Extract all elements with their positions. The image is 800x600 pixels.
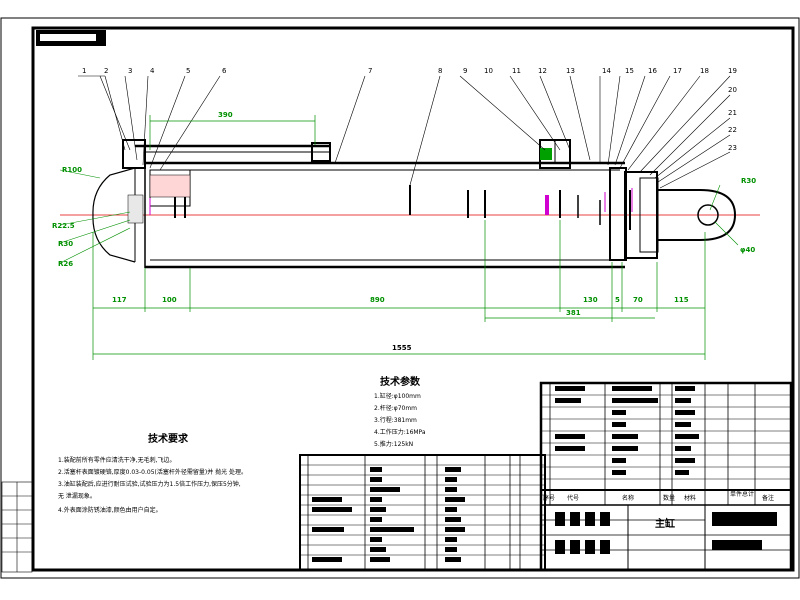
part-number: 6 — [222, 67, 227, 75]
part-number: 16 — [648, 67, 657, 75]
radius-r100: R100 — [62, 166, 82, 174]
part-number: 17 — [673, 67, 682, 75]
dim-100: 100 — [162, 296, 177, 304]
part-number: 20 — [728, 86, 737, 94]
col-label: 序号 — [543, 494, 555, 502]
part-number: 12 — [538, 67, 547, 75]
part-number: 14 — [602, 67, 611, 75]
part-number: 8 — [438, 67, 442, 75]
outer-border — [0, 17, 800, 579]
col-label: 单件 — [730, 490, 742, 498]
tech-req-line: 4.外表面涂防锈油漆,颜色由用户自定。 — [58, 506, 162, 514]
dim-117: 117 — [112, 296, 127, 304]
bottom-dimensions — [92, 220, 706, 360]
col-label: 数量 — [663, 494, 675, 502]
col-label: 总计 — [742, 490, 754, 498]
overall-length: 1555 — [392, 344, 412, 352]
part-number: 10 — [484, 67, 493, 75]
tech-spec-line: 4.工作压力:16MPa — [374, 428, 426, 436]
part-number: 19 — [728, 67, 737, 75]
tech-spec-title: 技术参数 — [380, 375, 421, 388]
tech-spec-line: 5.推力:125kN — [374, 440, 413, 448]
part-number: 7 — [368, 67, 372, 75]
dim-115: 115 — [674, 296, 689, 304]
corner-tab-inner — [40, 34, 96, 41]
tech-spec-line: 1.缸径:φ100mm — [374, 392, 421, 400]
col-label: 材料 — [684, 494, 696, 502]
col-label: 名称 — [622, 494, 634, 502]
left-margin-strip — [1, 481, 33, 573]
dim-70: 70 — [633, 296, 643, 304]
part-number-labels: 1 2 3 4 5 6 7 8 9 10 11 12 13 14 15 16 1… — [82, 67, 737, 152]
radius-r30: R30 — [58, 240, 73, 248]
dim-5: 5 — [615, 296, 620, 304]
tech-req-lines: 1.装配前所有零件应清洗干净,无毛刺,飞边。 2.活塞杆表面镀硬铬,厚度0.03… — [58, 456, 247, 514]
tech-spec-line: 3.行程:381mm — [374, 416, 417, 424]
top-dimension-390: 390 — [218, 111, 233, 119]
parts-list-fill — [312, 467, 465, 562]
title-block-column-labels: 序号 代号 名称 数量 材料 单件 总计 备注 — [543, 490, 774, 502]
part-number: 23 — [728, 144, 737, 152]
col-label: 代号 — [567, 494, 579, 502]
cylinder-body — [92, 139, 737, 269]
drawing-name: 主缸 — [655, 517, 675, 530]
part-number: 11 — [512, 67, 521, 75]
part-number: 1 — [82, 67, 86, 75]
tech-spec-line: 2.杆径:φ70mm — [374, 404, 417, 412]
part-number: 5 — [186, 67, 190, 75]
part-number: 9 — [463, 67, 467, 75]
tech-req-title: 技术要求 — [148, 432, 189, 445]
title-block — [539, 381, 793, 572]
part-number: 3 — [128, 67, 132, 75]
dim-130: 130 — [583, 296, 598, 304]
stroke-381: 381 — [566, 309, 581, 317]
col-label: 备注 — [762, 494, 774, 502]
tech-req-line: 2.活塞杆表面镀硬铬,厚度0.03-0.05(活塞杆外径需留量)并 抛光 处理。 — [58, 468, 247, 476]
part-number: 13 — [566, 67, 575, 75]
top-green-dimension — [149, 115, 316, 150]
tech-req-line: 1.装配前所有零件应清洗干净,无毛刺,飞边。 — [58, 456, 176, 464]
tech-spec-lines: 1.缸径:φ100mm 2.杆径:φ70mm 3.行程:381mm 4.工作压力… — [374, 392, 426, 448]
diameter-phi40: φ40 — [740, 246, 755, 254]
part-number: 21 — [728, 109, 737, 117]
part-number: 2 — [104, 67, 108, 75]
radius-labels: R100 R22.5 R30 R26 R30 φ40 — [52, 166, 756, 268]
tech-req-line: 无 泄漏现象。 — [58, 492, 96, 500]
parts-list-table — [299, 454, 546, 571]
part-number: 15 — [625, 67, 634, 75]
radius-r26: R26 — [58, 260, 73, 268]
hatched-sections — [127, 148, 552, 224]
leader-lines — [78, 75, 731, 189]
title-block-fill — [555, 386, 777, 554]
part-number: 18 — [700, 67, 709, 75]
radius-r30-end: R30 — [741, 177, 756, 185]
part-number: 22 — [728, 126, 737, 134]
magenta-marks — [149, 188, 633, 215]
tech-req-line: 3.油缸装配后,应进行耐压试验,试验压力为1.5倍工作压力,保压5分钟, — [58, 480, 241, 488]
part-number: 4 — [150, 67, 155, 75]
radius-r22-5: R22.5 — [52, 222, 75, 230]
dim-890: 890 — [370, 296, 385, 304]
